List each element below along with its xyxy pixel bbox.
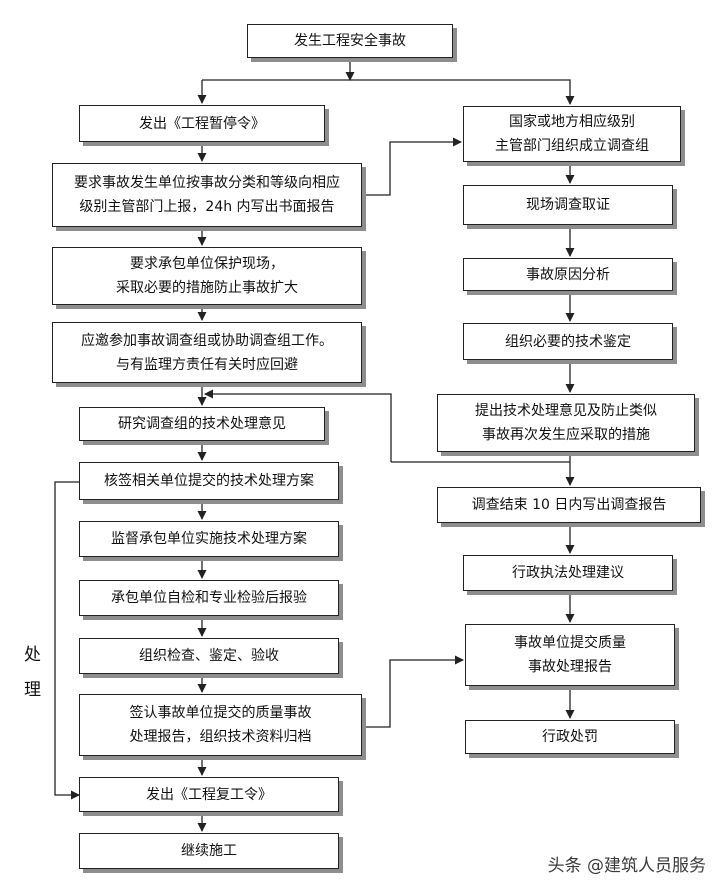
left-step-acceptance: 组织检查、鉴定、验收 [79, 638, 339, 674]
right-step-admin-advice: 行政执法处理建议 [463, 555, 673, 591]
right-step-penalty: 行政处罚 [465, 720, 675, 754]
left-step-sign-plan: 核签相关单位提交的技术处理方案 [79, 462, 339, 500]
left-step-join-investigation: 应邀参加事故调查组或协助调查组工作。 与有监理方责任有关时应回避 [52, 322, 362, 383]
right-step-quality-report: 事故单位提交质量 事故处理报告 [465, 624, 675, 686]
right-step-cause-analysis: 事故原因分析 [463, 258, 673, 291]
left-step-pause-order: 发出《工程暂停令》 [79, 105, 325, 142]
start-box: 发生工程安全事故 [247, 24, 453, 58]
left-step-study-opinion: 研究调查组的技术处理意见 [79, 407, 325, 441]
left-step-archive: 签认事故单位提交的质量事故 处理报告，组织技术资料归档 [79, 694, 362, 756]
left-step-supervise: 监督承包单位实施技术处理方案 [79, 521, 339, 557]
left-step-self-check: 承包单位自检和专业检验后报验 [79, 580, 339, 616]
left-step-continue: 继续施工 [79, 833, 339, 869]
left-step-resume-order: 发出《工程复工令》 [79, 777, 339, 812]
right-step-form-group: 国家或地方相应级别 主管部门组织成立调查组 [463, 106, 681, 162]
right-step-appraisal: 组织必要的技术鉴定 [463, 323, 673, 360]
right-step-report: 调查结束 10 日内写出调查报告 [437, 487, 701, 523]
side-label-chu: 处 [24, 645, 41, 665]
left-step-report: 要求事故发生单位按事故分类和等级向相应 级别主管部门上报，24h 内写出书面报告 [52, 163, 362, 227]
right-step-measures: 提出技术处理意见及防止类似 事故再次发生应采取的措施 [437, 394, 695, 452]
side-label-li: 理 [24, 680, 41, 700]
watermark: 头条 @建筑人员服务 [547, 856, 706, 876]
right-step-evidence: 现场调查取证 [463, 185, 673, 225]
left-step-protect-site: 要求承包单位保护现场， 采取必要的措施防止事故扩大 [52, 247, 362, 305]
